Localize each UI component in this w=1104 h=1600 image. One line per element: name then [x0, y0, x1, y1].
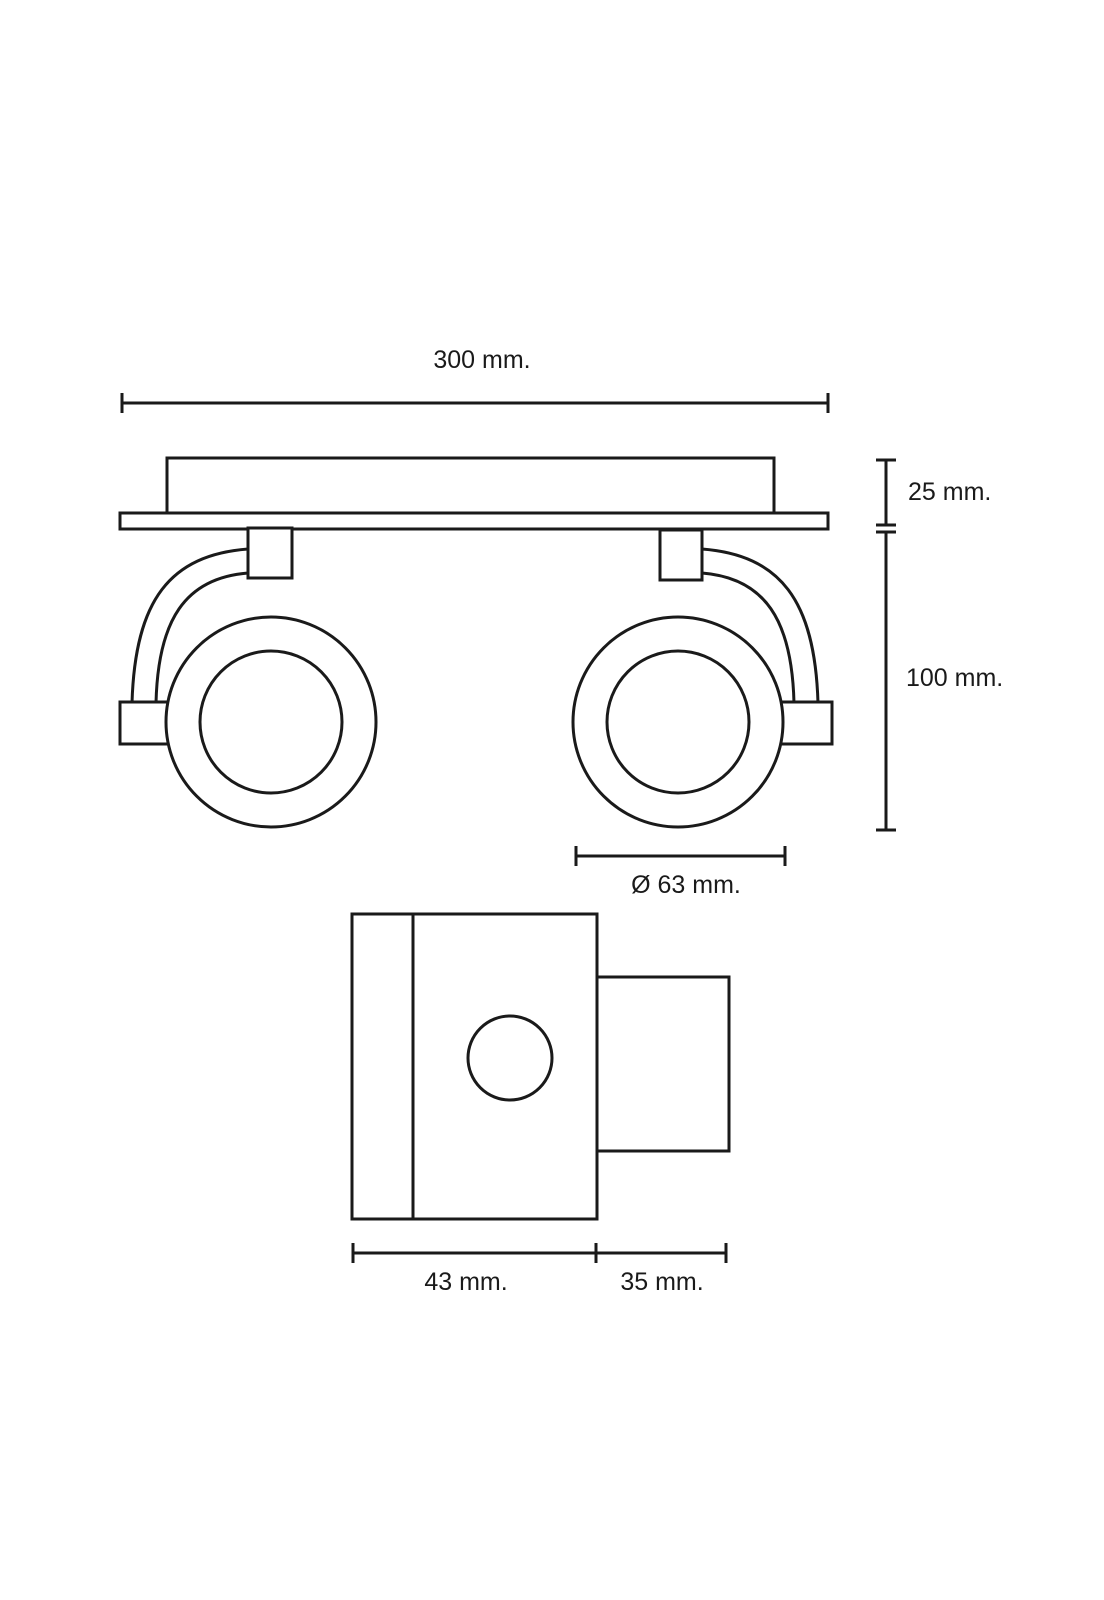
- right-head-outer-ring: [571, 615, 785, 829]
- left-spotlight: [118, 526, 378, 829]
- left-arm-mount: [246, 526, 294, 580]
- dimension-head-diameter: Ø 63 mm.: [574, 846, 787, 899]
- side-view: 43 mm. 35 mm.: [350, 912, 731, 1296]
- right-arm-mount: [658, 528, 704, 582]
- side-pivot-circle: [466, 1014, 554, 1102]
- dimension-base-height: 25 mm.: [876, 458, 991, 527]
- label-side-depth: 43 mm.: [424, 1268, 507, 1296]
- label-head-height: 100 mm.: [906, 664, 1003, 692]
- front-view: 300 mm. 25 mm.: [118, 346, 1003, 899]
- dimension-side-depth: 43 mm.: [351, 1243, 598, 1296]
- dimension-head-height: 100 mm.: [876, 530, 1003, 832]
- dimension-total-width: 300 mm.: [120, 346, 830, 413]
- right-head-lens: [605, 649, 751, 795]
- left-pivot-block: [118, 700, 174, 746]
- left-head-outer-ring: [164, 615, 378, 829]
- label-head-diameter: Ø 63 mm.: [631, 871, 741, 899]
- right-arm-outer: [701, 547, 820, 704]
- label-total-width: 300 mm.: [433, 346, 530, 374]
- base-box: [165, 456, 776, 515]
- right-pivot-block: [778, 700, 834, 746]
- right-spotlight: [571, 528, 834, 829]
- right-arm-inner: [701, 571, 796, 704]
- left-arm-outer: [130, 547, 249, 704]
- side-body: [350, 912, 599, 1221]
- label-side-projection: 35 mm.: [620, 1268, 703, 1296]
- dimension-side-projection: 35 mm.: [596, 1243, 728, 1296]
- label-base-height: 25 mm.: [908, 478, 991, 506]
- left-head-lens: [198, 649, 344, 795]
- mounting-plate: [118, 511, 830, 531]
- left-arm-inner: [154, 571, 249, 704]
- side-projection-box: [595, 975, 731, 1153]
